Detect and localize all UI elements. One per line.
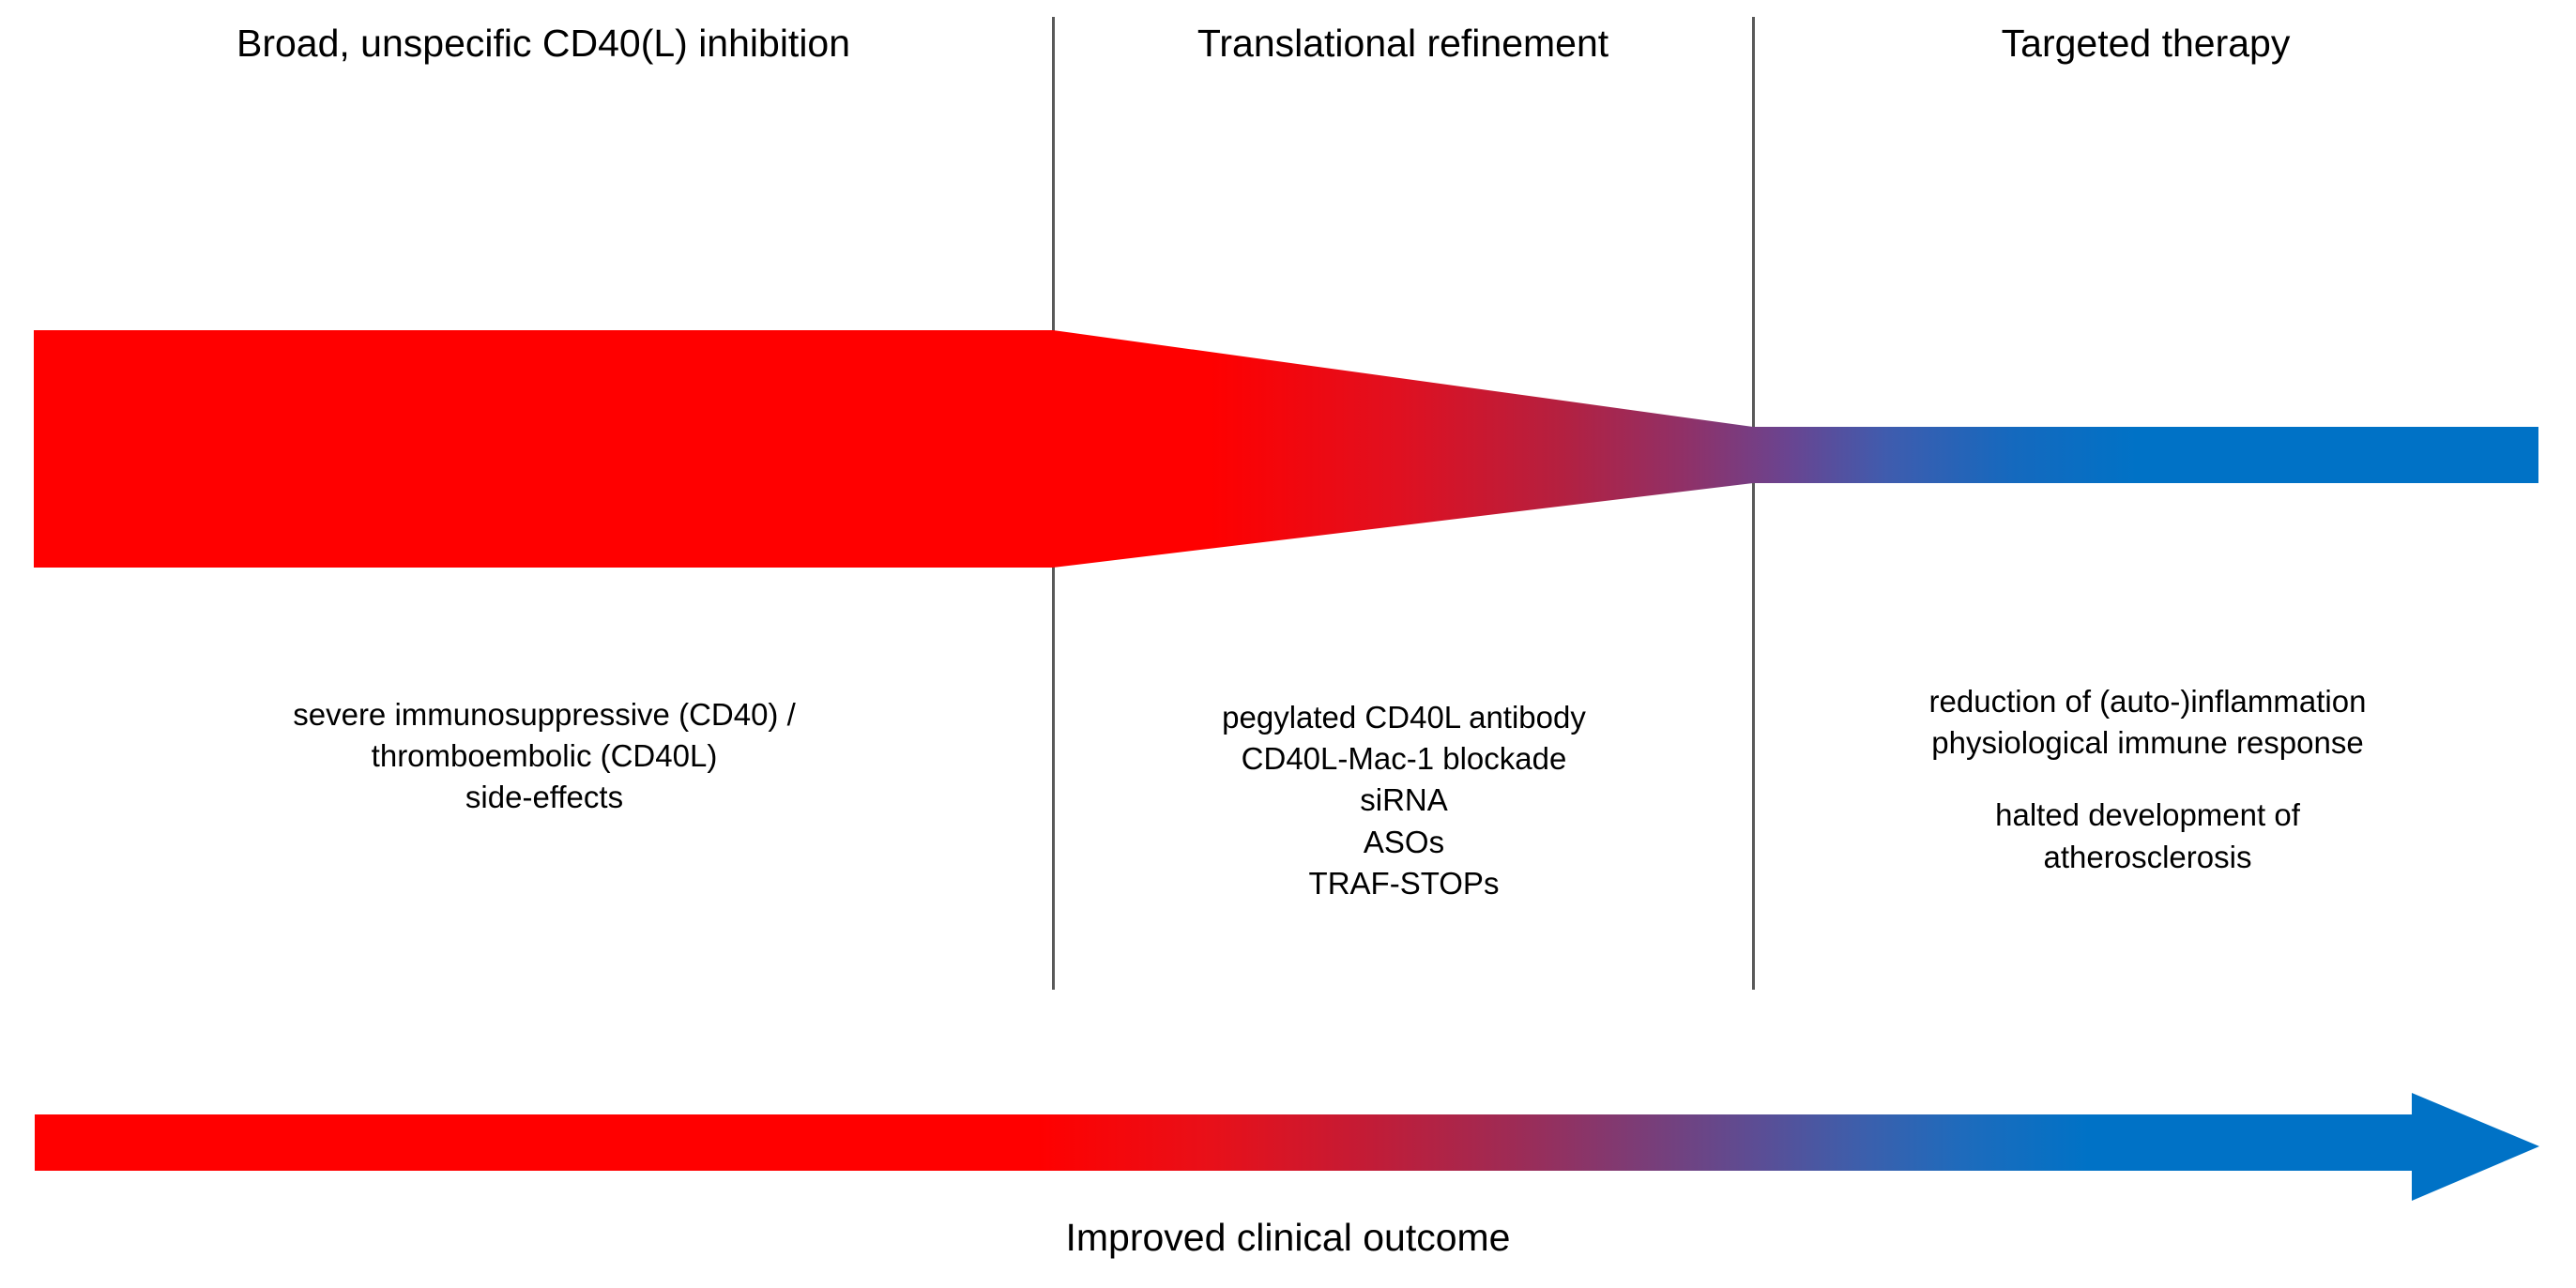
column-body-targeted-therapy: reduction of (auto-)inflammation physiol… (1770, 681, 2525, 878)
column-header-targeted-therapy: Targeted therapy (2001, 22, 2291, 65)
body-line: CD40L-Mac-1 blockade (1241, 741, 1567, 777)
right-arrow-icon (35, 1093, 2539, 1201)
body-line: pegylated CD40L antibody (1222, 700, 1586, 735)
column-body-translational-refinement: pegylated CD40L antibody CD40L-Mac-1 blo… (1070, 697, 1738, 904)
body-line: halted development of (1995, 797, 2300, 833)
column-divider-2 (1752, 17, 1755, 990)
body-line: side-effects (465, 780, 624, 815)
body-line: severe immunosuppressive (CD40) / (293, 697, 796, 732)
column-header-translational-refinement: Translational refinement (1197, 22, 1609, 65)
column-header-broad-inhibition: Broad, unspecific CD40(L) inhibition (236, 22, 851, 65)
column-body-broad-inhibition: severe immunosuppressive (CD40) / thromb… (56, 694, 1032, 819)
body-line: thromboembolic (CD40L) (371, 738, 718, 774)
tapering-funnel-shape (34, 330, 2538, 568)
body-line: atherosclerosis (2043, 839, 2252, 874)
body-line: reduction of (auto-)inflammation (1928, 684, 2367, 719)
body-spacer (1770, 764, 2525, 795)
body-line: TRAF-STOPs (1308, 865, 1500, 901)
outcome-caption: Improved clinical outcome (1065, 1216, 1511, 1259)
body-line: siRNA (1360, 782, 1448, 818)
body-line: ASOs (1363, 824, 1445, 859)
body-line: physiological immune response (1931, 725, 2364, 761)
